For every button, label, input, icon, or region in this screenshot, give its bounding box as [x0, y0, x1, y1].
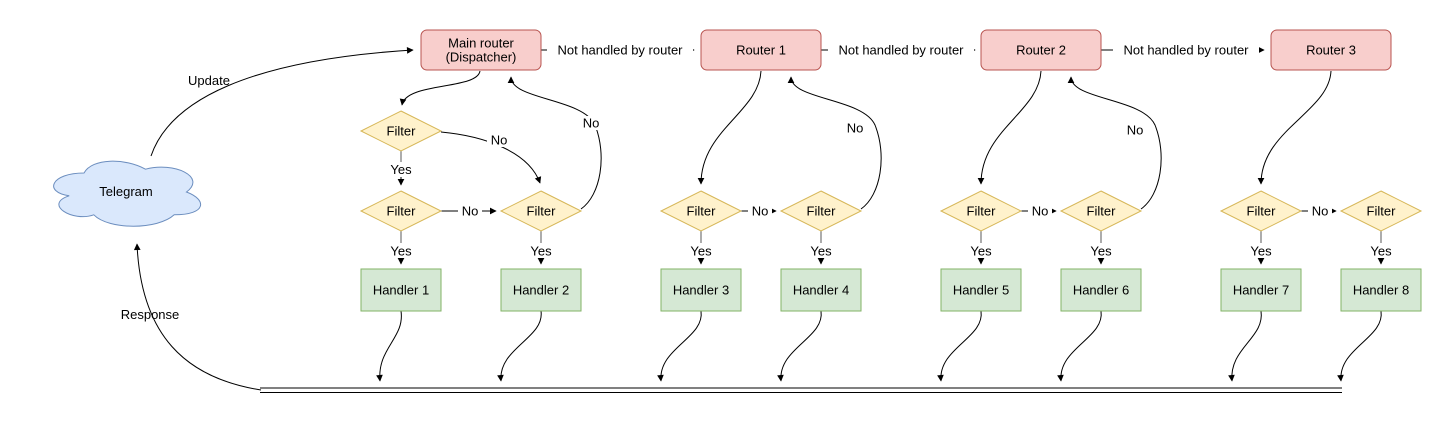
router-3-label: Router 3 — [1306, 43, 1356, 58]
edge-label-yes: Yes — [970, 244, 992, 259]
edge-router3-to-filter — [1257, 70, 1332, 185]
edge-label-no: No — [1032, 204, 1049, 219]
filter-node — [359, 190, 443, 232]
edge-label-bg — [579, 116, 603, 130]
edge-label-yes: Yes — [390, 244, 412, 259]
edge-label-no: No — [847, 121, 864, 136]
handler-node — [360, 268, 442, 312]
telegram-cloud-shape — [53, 160, 202, 227]
filter-node — [359, 110, 443, 152]
main-router-label-line2: (Dispatcher) — [446, 50, 517, 65]
edge-label-bg — [458, 204, 482, 218]
telegram-label: Telegram — [99, 184, 152, 199]
edge-no-top-filter — [440, 131, 542, 184]
filter-node — [499, 190, 583, 232]
handler-node — [1060, 268, 1142, 312]
handler-node — [780, 268, 862, 312]
edge-router2-to-filter — [977, 70, 1042, 185]
filter-label: Filter — [527, 204, 557, 219]
edge-label-not-handled: Not handled by router — [838, 43, 964, 58]
filter-label: Filter — [1247, 204, 1277, 219]
edge-label-bg — [1113, 42, 1259, 58]
edge-label-yes: Yes — [1090, 244, 1112, 259]
handler-label: Handler 1 — [373, 283, 429, 298]
main-router-node — [420, 29, 542, 71]
edge-handler-to-bus — [1228, 310, 1262, 382]
router-3-node — [1270, 29, 1392, 71]
filter-node — [779, 190, 863, 232]
handler-node — [1340, 268, 1422, 312]
filter-node — [659, 190, 743, 232]
edge-label-bg — [547, 42, 693, 58]
edge-label-yes: Yes — [1250, 244, 1272, 259]
edge-label-no: No — [462, 204, 479, 219]
handler-node — [660, 268, 742, 312]
handler-label: Handler 5 — [953, 283, 1009, 298]
handler-label: Handler 2 — [513, 283, 569, 298]
edge-label-yes: Yes — [1370, 244, 1392, 259]
edge-handler-to-bus — [1337, 310, 1382, 382]
edge-label-bg — [843, 121, 867, 135]
filter-label: Filter — [1087, 204, 1117, 219]
edge-label-no: No — [491, 133, 508, 148]
handler-node — [1220, 268, 1302, 312]
edge-label-no: No — [583, 116, 600, 131]
edge-label-bg — [828, 42, 974, 58]
handler-node — [500, 268, 582, 312]
edge-label-no: No — [752, 204, 769, 219]
edge-label-yes: Yes — [390, 162, 412, 177]
edge-label-yes: Yes — [530, 244, 552, 259]
edge-label-yes: Yes — [810, 244, 832, 259]
edge-label-bg — [1308, 204, 1332, 218]
edge-update — [150, 47, 414, 157]
handler-label: Handler 3 — [673, 283, 729, 298]
edge-response — [133, 243, 262, 391]
edge-handler-to-bus — [376, 310, 402, 382]
edge-no-return-main — [507, 76, 602, 210]
edge-handler-to-bus — [657, 310, 702, 382]
edge-no-return-router1 — [787, 76, 882, 210]
filter-node — [939, 190, 1023, 232]
handler-label: Handler 6 — [1073, 283, 1129, 298]
edge-label-bg — [748, 204, 772, 218]
edge-label-not-handled: Not handled by router — [1123, 43, 1249, 58]
edge-label-yes: Yes — [690, 244, 712, 259]
filter-label: Filter — [387, 124, 417, 139]
filter-label: Filter — [1367, 204, 1397, 219]
handler-label: Handler 7 — [1233, 283, 1289, 298]
handler-label: Handler 4 — [793, 283, 849, 298]
edge-label-not-handled: Not handled by router — [557, 43, 683, 58]
edge-label-update: Update — [188, 73, 230, 88]
handler-label: Handler 8 — [1353, 283, 1409, 298]
edge-label-bg — [487, 133, 511, 147]
edge-handler-to-bus — [497, 310, 542, 382]
filter-label: Filter — [807, 204, 837, 219]
edge-handler-to-bus — [1057, 310, 1102, 382]
edge-handler-to-bus — [937, 310, 982, 382]
filter-label: Filter — [387, 204, 417, 219]
edge-label-bg — [1123, 123, 1147, 137]
filter-label: Filter — [687, 204, 717, 219]
edge-handler-to-bus — [777, 310, 822, 382]
edge-label-bg — [1028, 204, 1052, 218]
edge-label-no: No — [1312, 204, 1329, 219]
router-2-label: Router 2 — [1016, 43, 1066, 58]
filter-node — [1219, 190, 1303, 232]
edge-no-return-router2 — [1067, 76, 1162, 210]
filter-node — [1059, 190, 1143, 232]
edge-label-response: Response — [121, 307, 180, 322]
filter-label: Filter — [967, 204, 997, 219]
filter-node — [1339, 190, 1423, 232]
router-1-label: Router 1 — [736, 43, 786, 58]
router-2-node — [980, 29, 1102, 71]
main-router-label-line1: Main router — [448, 36, 514, 51]
router-1-node — [700, 29, 822, 71]
edge-main-to-filter — [399, 70, 481, 106]
handler-node — [940, 268, 1022, 312]
edge-router1-to-filter — [697, 70, 762, 185]
edge-label-no: No — [1127, 123, 1144, 138]
